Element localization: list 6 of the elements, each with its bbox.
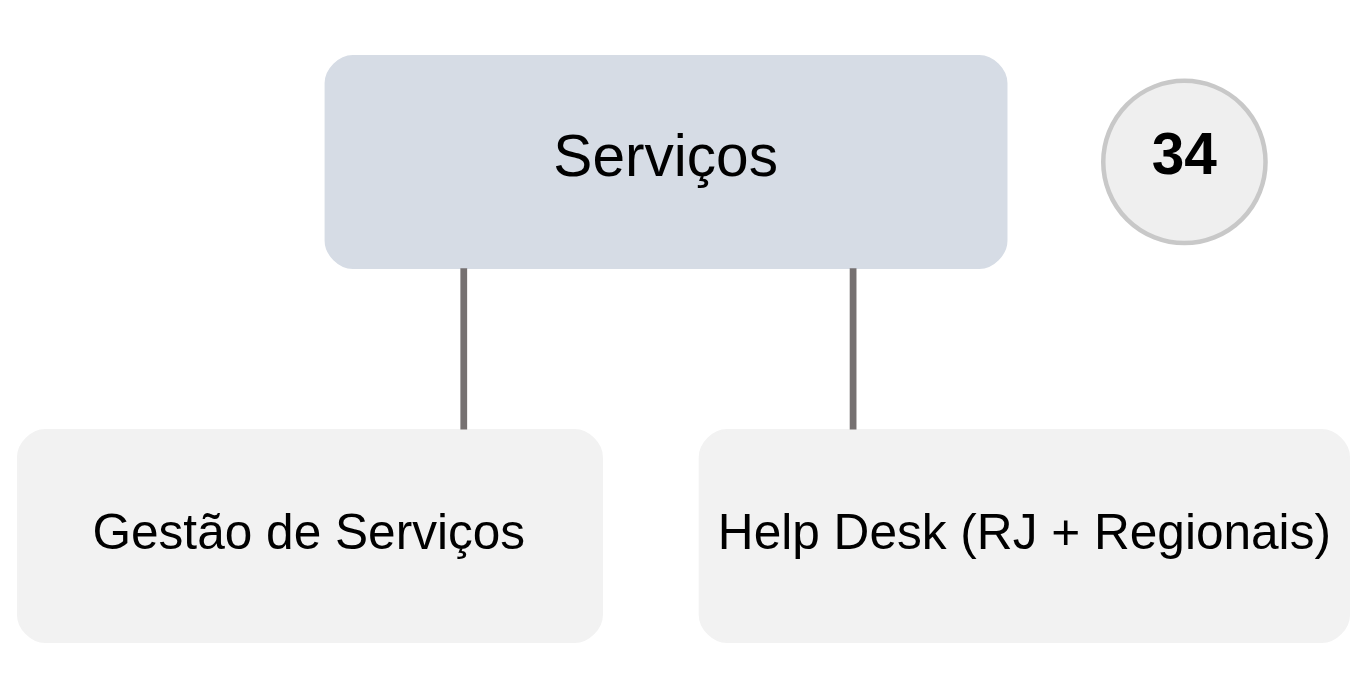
- connector: [849, 268, 857, 430]
- connector: [460, 268, 468, 430]
- node-circle: 34: [1101, 78, 1268, 246]
- node-box: Gestão de Serviços: [16, 429, 603, 644]
- node-box: Help Desk (RJ + Regionais): [698, 429, 1351, 644]
- node-box: Serviços: [324, 54, 1008, 269]
